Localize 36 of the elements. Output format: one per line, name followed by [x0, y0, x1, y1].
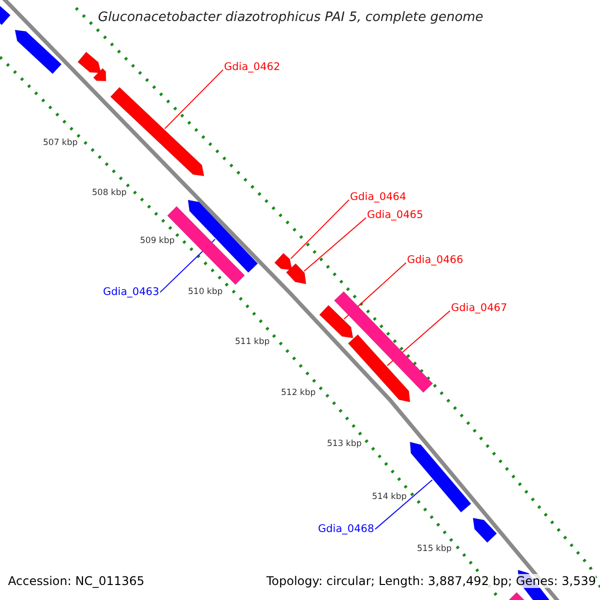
- gene-label: Gdia_0467: [451, 302, 508, 315]
- gene-glyph: [110, 86, 204, 176]
- gene-glyph: [410, 442, 472, 513]
- genome-summary-text: Topology: circular; Length: 3,887,492 bp; Genes: 3,539: [266, 574, 596, 588]
- map-title: Gluconacetobacter diazotrophicus PAI 5, complete genome: [98, 10, 484, 26]
- gene-glyph: [286, 263, 306, 284]
- position-label: 509 kbp: [140, 236, 175, 246]
- position-label: 514 kbp: [372, 492, 407, 502]
- gene-label: Gdia_0463: [103, 286, 160, 299]
- position-label: 515 kbp: [417, 544, 452, 554]
- gene-glyph: [274, 252, 292, 270]
- gene-glyph: [319, 304, 354, 338]
- gene-glyph: [472, 518, 498, 543]
- gene-label: Gdia_0462: [224, 61, 280, 74]
- leader-line: [374, 479, 433, 530]
- position-label: 511 kbp: [235, 337, 270, 348]
- leader-line: [290, 199, 350, 260]
- gene-label: Gdia_0468: [318, 523, 374, 536]
- position-label: 508 kbp: [92, 188, 127, 198]
- gene-glyph: [348, 334, 410, 402]
- feature-bar: [334, 291, 434, 393]
- gene-glyph: [0, 4, 11, 26]
- gene-label: Gdia_0466: [407, 254, 464, 267]
- gene-label: Gdia_0464: [350, 191, 406, 204]
- accession-text: Accession: NC_011365: [8, 574, 144, 588]
- position-label: 513 kbp: [327, 439, 362, 450]
- position-label: 510 kbp: [188, 287, 223, 298]
- gene-glyph: [77, 52, 102, 74]
- gene-glyph: [92, 68, 106, 82]
- gene-label: Gdia_0465: [367, 209, 424, 222]
- position-label: 507 kbp: [43, 138, 78, 148]
- gene-glyph: [14, 30, 62, 74]
- gene-glyph: [188, 200, 258, 273]
- leader-line: [164, 69, 224, 130]
- position-label: 512 kbp: [281, 388, 316, 398]
- leader-line: [304, 217, 366, 272]
